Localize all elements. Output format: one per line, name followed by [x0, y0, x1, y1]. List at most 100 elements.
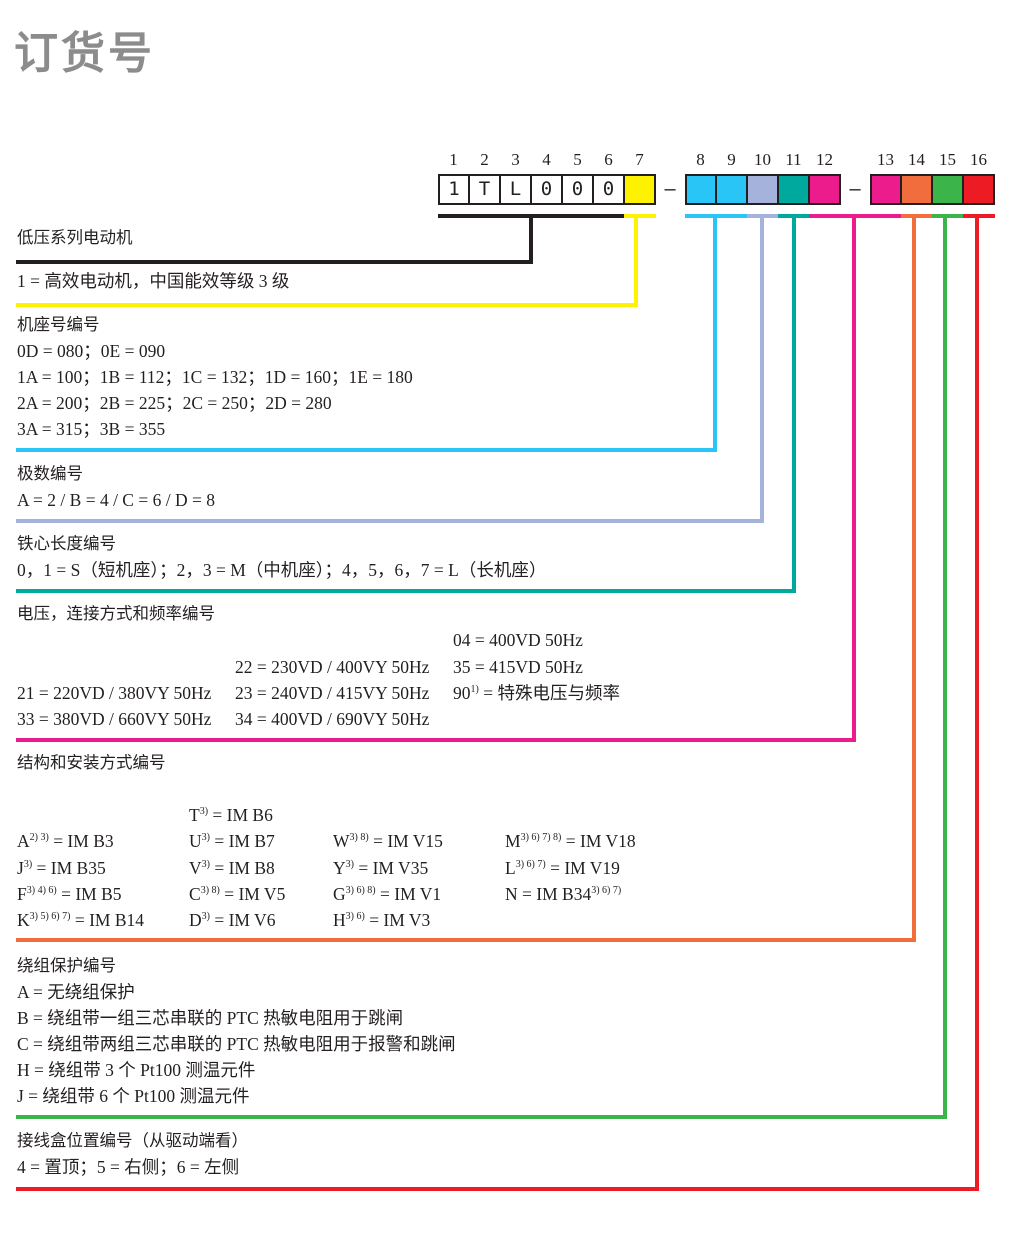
position-number-6: 6 [604, 150, 613, 169]
position-number-5: 5 [573, 150, 582, 169]
frame-title: 机座号编号 [17, 315, 100, 334]
position-number-9: 9 [727, 150, 736, 169]
frame-line-2: 1A = 100；1B = 112；1C = 132；1D = 160；1E =… [17, 367, 413, 387]
order-box-1: 1 [438, 174, 470, 205]
mounting-title: 结构和安装方式编号 [17, 753, 166, 772]
terminal-title: 接线盒位置编号（从驱动端看） [17, 1131, 248, 1150]
winding-title: 绕组保护编号 [17, 956, 116, 975]
order-box-11 [778, 174, 810, 205]
core-line: 0，1 = S（短机座）；2，3 = M（中机座）；4，5，6，7 = L（长机… [17, 560, 547, 580]
poles-line: A = 2 / B = 4 / C = 6 / D = 8 [17, 490, 215, 510]
order-box-15 [932, 174, 964, 205]
position-number-1: 1 [449, 150, 458, 169]
leader-yellow-horizontal [16, 303, 638, 307]
position-number-8: 8 [696, 150, 705, 169]
voltage-col2-line-2: 23 = 240VD / 415VY 50Hz [235, 683, 430, 703]
mounting-item: W3) 8) = IM V15 [333, 831, 443, 851]
voltage-title: 电压，连接方式和频率编号 [17, 604, 215, 623]
mounting-item: V3) = IM B8 [189, 858, 275, 878]
voltage-col2-line-1: 22 = 230VD / 400VY 50Hz [235, 657, 430, 677]
core-title: 铁心长度编号 [17, 534, 116, 553]
mounting-item: M3) 6) 7) 8) = IM V18 [505, 831, 636, 851]
leader-teal-vertical [792, 216, 796, 593]
order-box-9 [716, 174, 748, 205]
strip-orange [901, 214, 933, 218]
leader-magenta-vertical [852, 216, 856, 742]
footnote-ref: 1) [470, 684, 479, 695]
position-number-11: 11 [785, 150, 802, 169]
leader-orange-vertical [912, 216, 916, 942]
mounting-item: A2) 3) = IM B3 [17, 831, 114, 851]
strip-green [932, 214, 964, 218]
position-number-14: 14 [908, 150, 925, 169]
separator-dash-2: – [849, 178, 861, 200]
mounting-item: K3) 5) 6) 7) = IM B14 [17, 910, 145, 930]
winding-line-3: C = 绕组带两组三芯串联的 PTC 热敏电阻用于报警和跳闸 [17, 1034, 456, 1054]
leader-cyan-horizontal [16, 448, 717, 452]
mounting-item: L3) 6) 7) = IM V19 [505, 858, 620, 878]
position-number-10: 10 [754, 150, 771, 169]
leader-orange-horizontal [16, 938, 916, 942]
order-box-4: 0 [531, 174, 563, 205]
leader-lavender-vertical [760, 216, 764, 523]
frame-line-1: 0D = 080；0E = 090 [17, 341, 166, 361]
series-title: 低压系列电动机 [17, 228, 133, 247]
voltage-col3-special: 901) = 特殊电压与频率 [453, 680, 620, 706]
voltage-col1-line-2: 33 = 380VD / 660VY 50Hz [17, 709, 212, 729]
order-box-6: 0 [593, 174, 625, 205]
order-box-12 [809, 174, 841, 205]
winding-line-4: H = 绕组带 3 个 Pt100 测温元件 [17, 1060, 256, 1080]
mounting-item: U3) = IM B7 [189, 831, 275, 851]
position-number-12: 12 [816, 150, 833, 169]
leader-magenta-horizontal [16, 738, 856, 742]
leader-green-horizontal [16, 1115, 947, 1119]
strip-yellow [624, 214, 656, 218]
leader-lavender-horizontal [16, 519, 764, 523]
mounting-item: G3) 6) 8) = IM V1 [333, 884, 442, 904]
order-box-8 [685, 174, 717, 205]
mounting-item: D3) = IM V6 [189, 910, 276, 930]
leader-green-vertical [943, 216, 947, 1119]
voltage-special-text: = 特殊电压与频率 [478, 683, 620, 703]
mounting-item: H3) 6) = IM V3 [333, 910, 431, 930]
order-box-5: 0 [562, 174, 594, 205]
position-number-4: 4 [542, 150, 551, 169]
terminal-line: 4 = 置顶；5 = 右侧；6 = 左侧 [17, 1157, 240, 1177]
leader-cyan-vertical [713, 216, 717, 452]
frame-line-4: 3A = 315；3B = 355 [17, 419, 166, 439]
mounting-item: N = IM B343) 6) 7) [505, 884, 622, 904]
position-number-15: 15 [939, 150, 956, 169]
mounting-item: F3) 4) 6) = IM B5 [17, 884, 122, 904]
order-box-10 [747, 174, 779, 205]
position-number-3: 3 [511, 150, 520, 169]
winding-line-2: B = 绕组带一组三芯串联的 PTC 热敏电阻用于跳闸 [17, 1008, 404, 1028]
mounting-item: T3) = IM B6 [189, 805, 273, 825]
mounting-item: J3) = IM B35 [17, 858, 106, 878]
position-number-7: 7 [635, 150, 644, 169]
order-box-2: T [469, 174, 501, 205]
efficiency-text: 1 = 高效电动机，中国能效等级 3 级 [17, 271, 290, 291]
voltage-col2-line-3: 34 = 400VD / 690VY 50Hz [235, 709, 430, 729]
position-number-13: 13 [877, 150, 894, 169]
leader-black-horizontal [16, 260, 533, 264]
order-box-14 [901, 174, 933, 205]
leader-red-horizontal [16, 1187, 979, 1191]
voltage-col1-line-1: 21 = 220VD / 380VY 50Hz [17, 683, 212, 703]
mounting-item: C3) 8) = IM V5 [189, 884, 286, 904]
position-number-2: 2 [480, 150, 489, 169]
leader-black-vertical [529, 216, 533, 264]
leader-teal-horizontal [16, 589, 796, 593]
voltage-special-code: 90 [453, 683, 471, 703]
page-title: 订货号 [14, 28, 155, 79]
separator-dash-1: – [664, 178, 676, 200]
order-box-7 [624, 174, 656, 205]
order-box-13 [870, 174, 902, 205]
winding-line-1: A = 无绕组保护 [17, 982, 135, 1002]
winding-line-5: J = 绕组带 6 个 Pt100 测温元件 [17, 1086, 250, 1106]
poles-title: 极数编号 [17, 464, 83, 483]
frame-line-3: 2A = 200；2B = 225；2C = 250；2D = 280 [17, 393, 332, 413]
leader-yellow-vertical [634, 216, 638, 307]
voltage-col3-line-1: 04 = 400VD 50Hz [453, 630, 583, 650]
mounting-item: Y3) = IM V35 [333, 858, 429, 878]
order-box-3: L [500, 174, 532, 205]
